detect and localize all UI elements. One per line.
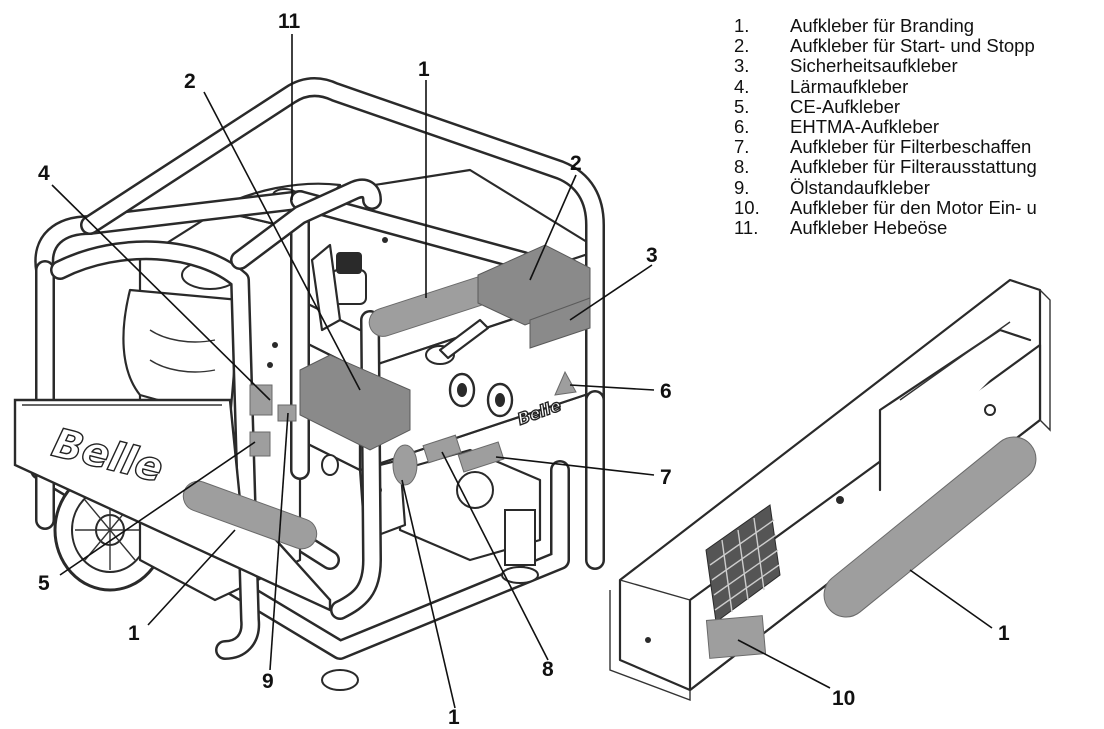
legend-number: 7.: [734, 136, 750, 158]
legend-text: Aufkleber für den Motor Ein- u: [790, 196, 1037, 218]
callout-5: 5: [38, 572, 50, 595]
legend-item: 6. EHTMA-Aufkleber: [734, 116, 1104, 138]
legend-text: Aufkleber für Branding: [790, 16, 975, 36]
legend-number: 8.: [734, 156, 750, 178]
callout-4: 4: [38, 162, 50, 185]
legend-item: 5. CE-Aufkleber: [734, 95, 1104, 117]
sticker-branding-tray: [823, 436, 1037, 618]
legend-number: 9.: [734, 176, 750, 198]
callout-1-top: 1: [418, 58, 430, 81]
sticker-filter-procurement: [457, 441, 505, 473]
callout-numbers: 11 2 1 4 2 3 6 7 5 1 9 8 1 1 10: [38, 10, 1010, 729]
sticker-engine-on-off: [705, 615, 767, 659]
tool-tray-illustration: [609, 278, 1051, 702]
legend-number: 2.: [734, 35, 750, 57]
callout-7: 7: [660, 466, 672, 489]
legend-text: Ölstandaufkleber: [790, 176, 930, 198]
legend-item: 1. Aufkleber für Branding: [734, 16, 1104, 36]
sticker-legend: 1. Aufkleber für Branding 2. Aufkleber für …: [734, 16, 1104, 238]
legend-text: Aufkleber Hebeöse: [790, 217, 948, 239]
sticker-safety: [529, 297, 591, 349]
legend-text: EHTMA-Aufkleber: [790, 116, 940, 138]
sticker-noise: [249, 384, 273, 416]
legend-text: Aufkleber für Filterbeschaffen: [790, 136, 1032, 158]
sticker-start-stop-front: [299, 354, 411, 451]
callout-1-tray: 1: [998, 622, 1010, 645]
legend-number: 3.: [734, 55, 750, 77]
power-pack-illustration: Belle Belle: [13, 77, 605, 691]
legend-item: 9. Ölstandaufkleber: [734, 176, 1104, 198]
callout-8: 8: [542, 658, 554, 681]
legend-text: Lärmaufkleber: [790, 75, 909, 97]
front-branding-panel: Belle: [13, 398, 332, 612]
legend-number: 5.: [734, 95, 750, 117]
legend-number: 11.: [734, 217, 759, 239]
legend-item: 8. Aufkleber für Filterausstattung: [734, 157, 1104, 177]
leader-lines: [51, 34, 993, 709]
legend-item: 2. Aufkleber für Start- und Stopp: [734, 36, 1104, 56]
tray-vent-grille: [705, 504, 781, 623]
callout-6: 6: [660, 380, 672, 403]
machine-stickers: [182, 244, 591, 550]
legend-item: 11. Aufkleber Hebeöse: [734, 217, 1104, 239]
callout-1-bottom: 1: [448, 706, 460, 729]
legend-number: 6.: [734, 116, 750, 138]
legend-text: CE-Aufkleber: [790, 95, 901, 117]
callout-3: 3: [646, 244, 658, 267]
callout-2-right: 2: [570, 152, 582, 175]
legend-item: 3. Sicherheitsaufkleber: [734, 56, 1104, 76]
legend-item: 4. Lärmaufkleber: [734, 75, 1104, 97]
legend-item: 7. Aufkleber für Filterbeschaffen: [734, 137, 1104, 157]
legend-number: 1.: [734, 16, 750, 36]
legend-text: Sicherheitsaufkleber: [790, 55, 958, 77]
callout-2-top: 2: [184, 70, 196, 93]
legend-text: Aufkleber für Filterausstattung: [790, 156, 1037, 178]
sticker-ce: [249, 431, 271, 457]
legend-item: 10. Aufkleber für den Motor Ein- u: [734, 196, 1104, 218]
legend-text: Aufkleber für Start- und Stopp: [790, 35, 1035, 57]
callout-11: 11: [278, 10, 301, 33]
sticker-ehtma: [554, 370, 577, 396]
callout-1-left: 1: [128, 622, 140, 645]
callout-9: 9: [262, 670, 274, 693]
callout-10: 10: [832, 687, 855, 710]
legend-number: 4.: [734, 75, 750, 97]
sticker-branding-side: [392, 444, 418, 486]
legend-number: 10.: [734, 196, 760, 218]
